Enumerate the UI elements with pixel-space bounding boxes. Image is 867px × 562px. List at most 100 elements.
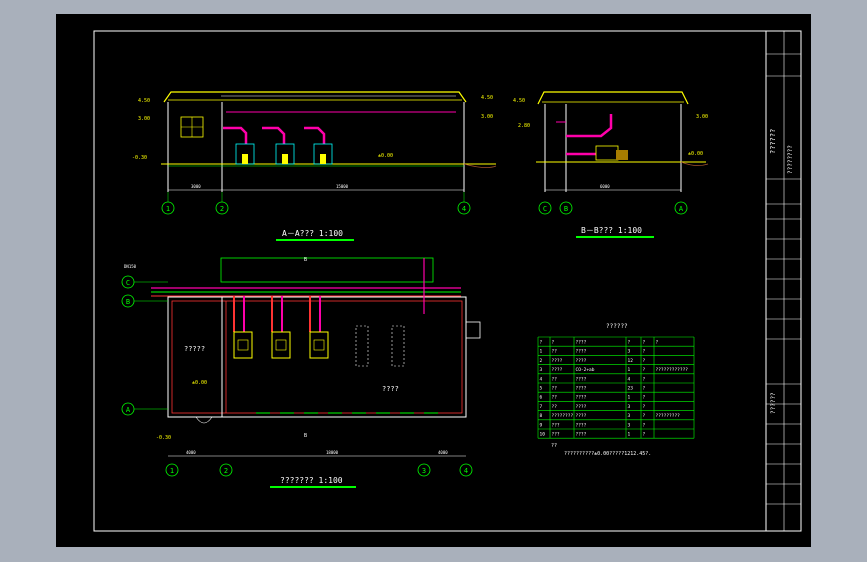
plan-dim-2: 18000 [326, 450, 339, 455]
section-a-axis-1: 1 [166, 205, 170, 213]
title-block-line3: ?????? [770, 392, 777, 414]
plan-axis-3: 3 [422, 467, 426, 475]
table-cell: ? [643, 349, 646, 355]
section-b-axis-c: C [543, 205, 547, 213]
plan-axis-2: 2 [224, 467, 228, 475]
section-a-elev-floor: ±0.00 [378, 153, 393, 159]
table-cell: ?? [552, 376, 558, 382]
table-cell: 10 [540, 432, 546, 438]
section-b-dim: 6000 [600, 184, 610, 189]
table-cell: ? [643, 395, 646, 401]
table-cell: ????????? [656, 413, 681, 419]
table-header-cell: ? [552, 340, 555, 346]
table-cell: ? [643, 358, 646, 364]
plan-room-main: ???? [382, 385, 399, 393]
cad-viewport[interactable]: ?????? ???????? ?????? 4.50 3 [56, 14, 811, 547]
table-cell: ? [643, 404, 646, 410]
table-cell: ? [643, 367, 646, 373]
table-cell: ??? [552, 422, 560, 428]
table-cell: ? [643, 432, 646, 438]
section-a-dim-left: 3000 [191, 184, 201, 189]
table-cell: 3 [628, 349, 631, 355]
table-cell: CO-2+ab [576, 367, 595, 373]
table-cell: 6 [540, 395, 543, 401]
plan-elev-ground: -0.30 [156, 435, 171, 441]
table-cell: 5 [540, 386, 543, 392]
table-cell: ???? [576, 432, 587, 438]
table-cell: ???? [576, 404, 587, 410]
table-cell: ? [643, 413, 646, 419]
table-cell: ???????? [552, 413, 574, 419]
plan-axis-1: 1 [170, 467, 174, 475]
table-cell: ???? [576, 358, 587, 364]
table-cell: 3 [540, 367, 543, 373]
table-cell: ???? [576, 395, 587, 401]
plan-section-mark-bottom: B [304, 433, 307, 439]
title-block-line1: ?????? [769, 129, 777, 154]
plan-dim-3: 4000 [438, 450, 448, 455]
plan-elev-floor: ±0.00 [192, 380, 207, 386]
notes-label: ?? [551, 443, 557, 449]
table-cell: ???? [576, 386, 587, 392]
section-b-elev-top: 4.50 [513, 98, 525, 104]
table-cell: ???????????? [656, 367, 689, 373]
notes-line1: ??????????±0.00?????1212.45?. [564, 451, 651, 457]
section-b-elev-floor: ±0.00 [688, 151, 703, 157]
plan-axis-a: A [126, 406, 131, 414]
plan-axis-c: C [126, 279, 130, 287]
table-cell: 7 [540, 404, 543, 410]
table-cell: 8 [540, 413, 543, 419]
table-cell: ?? [552, 404, 558, 410]
plan-axis-b: B [126, 298, 130, 306]
section-b-title: B－B??? 1:100 [581, 226, 642, 235]
table-cell: ? [643, 376, 646, 382]
table-cell: ?? [552, 395, 558, 401]
section-a-axis-2: 2 [220, 205, 224, 213]
table-cell: ?? [552, 349, 558, 355]
section-a-elev-ground: -0.30 [132, 155, 147, 161]
section-b-elev-mid: 3.00 [696, 114, 708, 120]
section-b-elev-low: 2.80 [518, 123, 530, 129]
table-cell: 4 [540, 376, 543, 382]
plan-axis-4: 4 [464, 467, 468, 475]
plan-note-pipe: DN150 [124, 264, 137, 269]
table-cell: 1 [540, 349, 543, 355]
title-block-line2: ???????? [787, 145, 794, 174]
drawing-canvas: ?????? ???????? ?????? 4.50 3 [93, 30, 802, 532]
table-cell: 9 [540, 422, 543, 428]
section-b-axis-a: A [679, 205, 684, 213]
plan-room-left: ????? [184, 345, 205, 353]
table-cell: 3 [628, 413, 631, 419]
table-cell: ?? [552, 386, 558, 392]
table-cell: 1 [628, 395, 631, 401]
table-cell: 3 [628, 422, 631, 428]
table-cell: ???? [576, 422, 587, 428]
plan-title: ??????? 1:100 [280, 476, 343, 485]
table-cell: ???? [552, 367, 563, 373]
table-cell: ???? [576, 349, 587, 355]
table-cell: 1 [628, 367, 631, 373]
table-cell: 3 [628, 404, 631, 410]
drawing-border [93, 30, 802, 532]
table-cell: 12 [628, 358, 634, 364]
table-cell: ??? [552, 432, 560, 438]
table-header-cell: ? [656, 340, 659, 346]
table-cell: 23 [628, 386, 634, 392]
table-header-cell: ???? [576, 340, 587, 346]
table-cell: 1 [628, 432, 631, 438]
table-cell: ???? [576, 413, 587, 419]
title-block: ?????? ???????? ?????? [765, 31, 801, 531]
section-a-title: A－A??? 1:100 [282, 229, 343, 238]
section-a-axis-4: 4 [462, 205, 466, 213]
table-header-cell: ? [540, 340, 543, 346]
table-header-cell: ? [643, 340, 646, 346]
section-a-elev-top-right: 4.50 [481, 95, 493, 101]
plan-section-mark-top: B [304, 257, 307, 263]
table-cell: ???? [576, 376, 587, 382]
table-header-cell: ? [628, 340, 631, 346]
equipment-table-title: ?????? [606, 323, 628, 330]
plan-drawing: ????? ???? ±0.00 -0.30 DN150 B B C B A 4… [121, 257, 481, 488]
section-a-drawing: 4.50 3.00 -0.30 4.50 3.00 ±0.00 3000 150… [132, 91, 497, 241]
table-cell: ? [643, 386, 646, 392]
section-a-dim-right: 15000 [336, 184, 349, 189]
